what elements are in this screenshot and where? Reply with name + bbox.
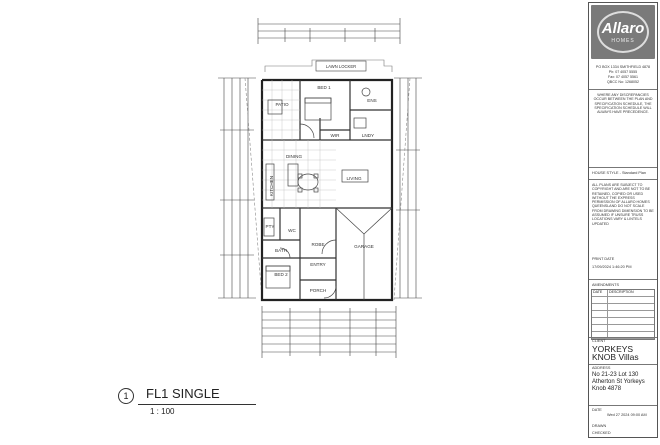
room-label-bed1: BED 1 <box>317 85 331 90</box>
house-style-label: HOUSE STYLE - Standard Plan <box>592 171 647 175</box>
view-number: 1 <box>118 388 134 404</box>
site-address: No 21-23 Lot 130 Atherton St Yorkeys Kno… <box>592 372 645 392</box>
floor-plan-drawing: BED 1 PATIO DINING LIVING KITCHEN GARAGE… <box>218 18 422 358</box>
copyright-note: ALL PLANS ARE SUBJECT TO COPYRIGHT AND A… <box>592 183 654 226</box>
room-label-lndy: LNDY <box>362 133 374 138</box>
checked-label: CHECKED <box>592 431 611 435</box>
logo-name: Allaro <box>601 20 645 37</box>
room-label-kitchen: KITCHEN <box>269 176 274 196</box>
company-logo: Allaro HOMES <box>591 5 655 59</box>
divider <box>589 167 657 168</box>
divider <box>589 364 657 365</box>
divider <box>589 405 657 406</box>
room-label-ens: ENS <box>367 98 376 103</box>
room-label-bath: BATH <box>275 248 287 253</box>
amend-col-date: DATE <box>592 290 608 296</box>
disclaimer-text: WHERE ANY DISCREPANCIES OCCUR BETWEEN TH… <box>593 93 653 115</box>
divider <box>589 179 657 180</box>
table-row <box>592 297 654 304</box>
amend-col-description: DESCRIPTION <box>609 290 634 294</box>
room-label-wir: WIR <box>331 133 341 138</box>
room-label-bed2: BED 2 <box>274 272 288 277</box>
amendments-header-row: DATE DESCRIPTION <box>592 290 654 297</box>
room-label-robe: ROBE <box>311 242 324 247</box>
company-address-1: PO BOX 1334 SMITHFIELD 4878 <box>595 65 651 69</box>
table-row <box>592 304 654 311</box>
client-label: CLIENT <box>592 339 606 343</box>
room-label-dining: DINING <box>286 154 303 159</box>
table-row <box>592 325 654 332</box>
table-row <box>592 318 654 325</box>
amendments-label: AMENDMENTS <box>592 283 620 287</box>
address-label: ADDRESS <box>592 366 611 370</box>
drawn-label: DRAWN <box>592 424 607 428</box>
divider <box>589 337 657 338</box>
caption-underline <box>138 404 256 405</box>
date-label: DATE <box>592 408 602 412</box>
company-address-2: Ph: 07 4057 5555 <box>608 70 638 74</box>
title-block: Allaro HOMES PO BOX 1334 SMITHFIELD 4878… <box>588 2 658 438</box>
room-label-patio: PATIO <box>275 102 289 107</box>
table-row <box>592 311 654 318</box>
print-date-value: 17/09/2024 1:46:20 PM <box>592 265 632 269</box>
divider <box>589 279 657 280</box>
print-date-label: PRINT DATE <box>592 257 615 261</box>
room-label-porch: PORCH <box>310 288 327 293</box>
logo-ring <box>597 11 649 53</box>
date-value: Wed 27 2024 09:00 AM <box>607 413 647 417</box>
company-address-3: Fax: 07 4057 5561 <box>608 75 638 79</box>
lawn-locker-label: LAWN LOCKER <box>326 64 356 69</box>
logo-sub: HOMES <box>611 38 635 44</box>
client-name: YORKEYS KNOB Villas <box>592 344 639 362</box>
room-label-living: LIVING <box>346 176 361 181</box>
amendments-table: DATE DESCRIPTION <box>591 289 655 340</box>
view-title: FL1 SINGLE <box>146 386 220 401</box>
room-label-entry: ENTRY <box>310 262 326 267</box>
room-label-wc: WC <box>288 228 296 233</box>
table-row <box>592 332 654 339</box>
divider <box>589 89 657 90</box>
view-scale: 1 : 100 <box>150 407 175 416</box>
room-label-pty: PTY <box>266 224 275 229</box>
room-label-garage: GARAGE <box>354 244 374 249</box>
company-address-4: QBCC No: 1268052 <box>607 80 639 84</box>
